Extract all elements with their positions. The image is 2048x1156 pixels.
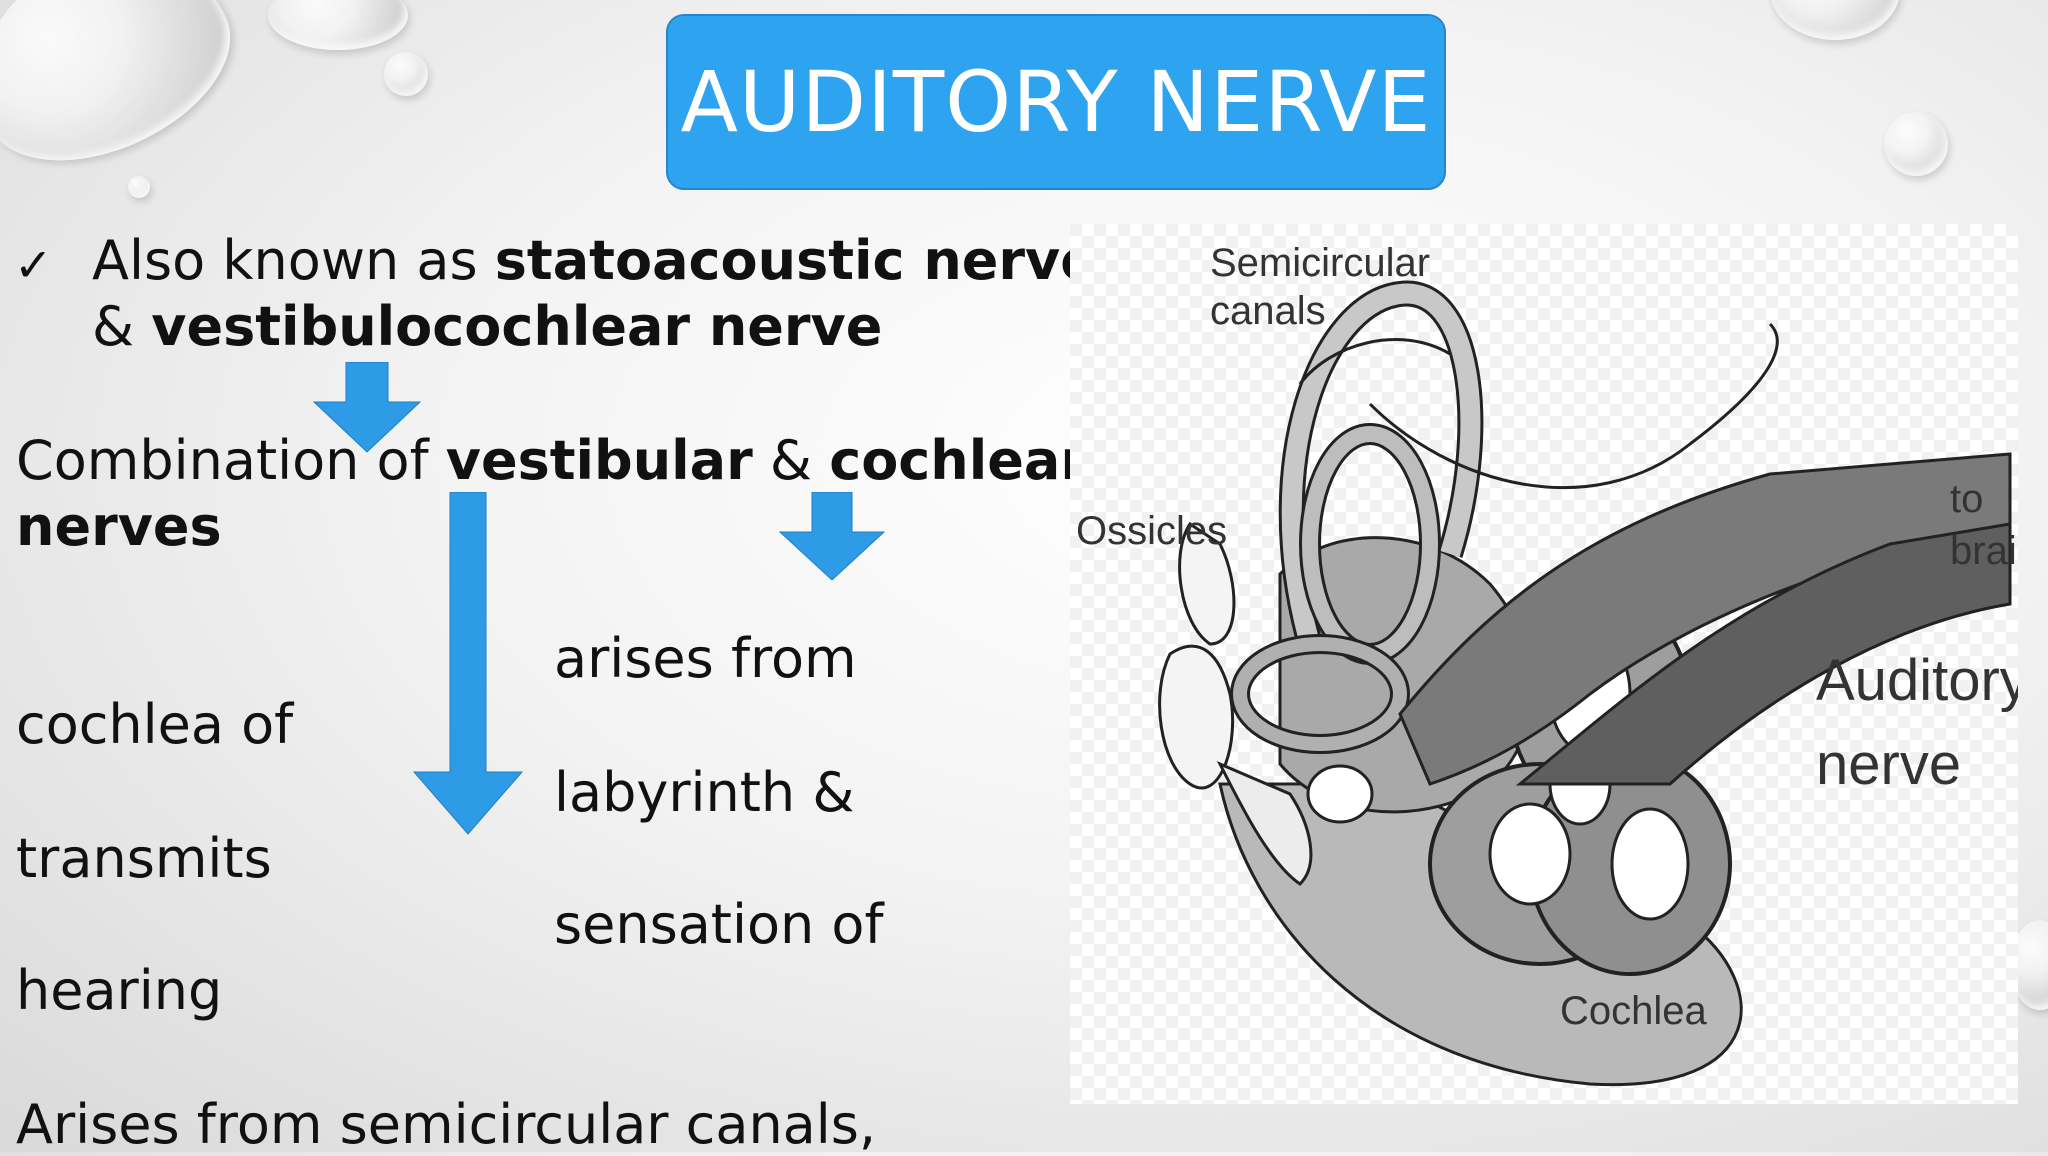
page-title: AUDITORY NERVE xyxy=(680,53,1432,151)
down-arrow-icon xyxy=(412,492,524,835)
title-banner: AUDITORY NERVE xyxy=(666,14,1446,190)
down-arrow-icon xyxy=(778,492,886,581)
bold-term-cochlear: cochlear xyxy=(829,429,1087,492)
bold-term-vestibular: vestibular xyxy=(445,429,753,492)
water-drop-decoration xyxy=(128,176,150,198)
checkmark-icon: ✓ xyxy=(14,238,53,292)
ear-anatomy-figure: Semicircular canals Ossicles to brain Au… xyxy=(1070,224,2018,1104)
combination-line: Combination of vestibular & cochlear xyxy=(16,434,1087,488)
bullet-text: Also known as xyxy=(92,229,495,292)
water-drop-decoration xyxy=(268,0,408,50)
label-canals: canals xyxy=(1210,289,1326,333)
bold-term-statoacoustic: statoacoustic nerve xyxy=(494,229,1097,292)
bottom-line: Arises from semicircular canals, xyxy=(16,1093,877,1156)
label-brain: brain xyxy=(1950,529,2018,573)
bold-term-vestibulocochlear: vestibulocochlear nerve xyxy=(151,295,883,358)
label-auditory: Auditory xyxy=(1816,648,2018,713)
bold-term-nerves: nerves xyxy=(16,495,222,558)
ear-anatomy-illustration: Semicircular canals Ossicles to brain Au… xyxy=(1070,224,2018,1104)
bullet-line-1: Also known as statoacoustic nerve xyxy=(92,234,1097,288)
label-to: to xyxy=(1950,477,1983,521)
bullet-amp: & xyxy=(92,295,152,358)
label-semicircular: Semicircular xyxy=(1210,241,1430,285)
right-column-line: arises from xyxy=(554,627,857,690)
label-cochlea: Cochlea xyxy=(1560,989,1708,1033)
water-drop-decoration xyxy=(0,0,258,197)
water-drop-decoration xyxy=(1770,0,1900,40)
water-drop-decoration xyxy=(1884,112,1948,176)
left-column-line: cochlea of xyxy=(16,693,294,756)
water-drop-decoration xyxy=(384,52,428,96)
down-arrow-icon xyxy=(312,362,422,453)
bullet-line-2: & vestibulocochlear nerve xyxy=(92,300,882,354)
combination-amp: & xyxy=(752,429,830,492)
left-column-line: hearing xyxy=(16,959,223,1022)
left-column-line: transmits xyxy=(16,827,272,890)
combination-line-2: nerves xyxy=(16,500,222,554)
right-column-line: labyrinth & xyxy=(554,761,855,824)
label-nerve: nerve xyxy=(1816,732,1961,797)
label-ossicles: Ossicles xyxy=(1076,509,1227,553)
right-column-line: sensation of xyxy=(554,893,884,956)
